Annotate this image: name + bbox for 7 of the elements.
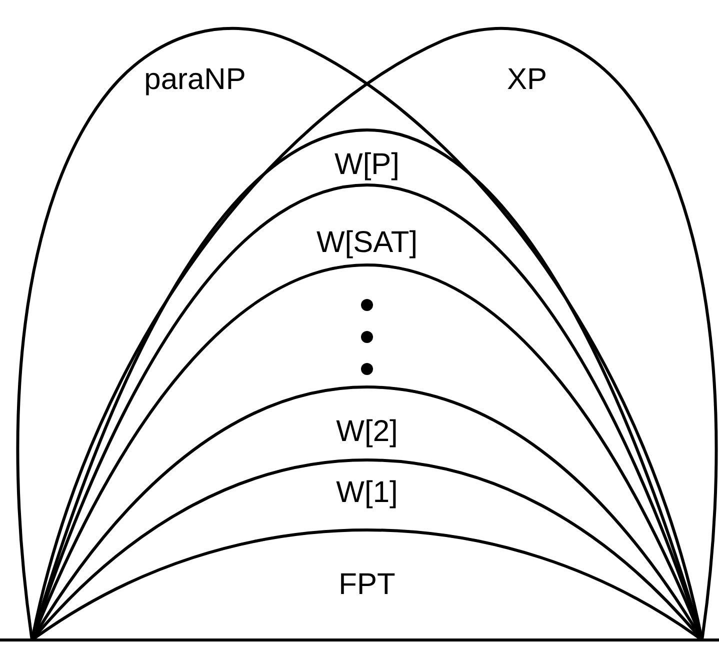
class-label: XP	[506, 65, 548, 95]
class-label: W[2]	[336, 417, 398, 447]
class-label: W[1]	[336, 478, 398, 508]
class-label: W[P]	[334, 150, 400, 180]
class-label: W[SAT]	[316, 228, 418, 258]
class-label: FPT	[338, 570, 396, 600]
class-label: paraNP	[144, 65, 246, 95]
